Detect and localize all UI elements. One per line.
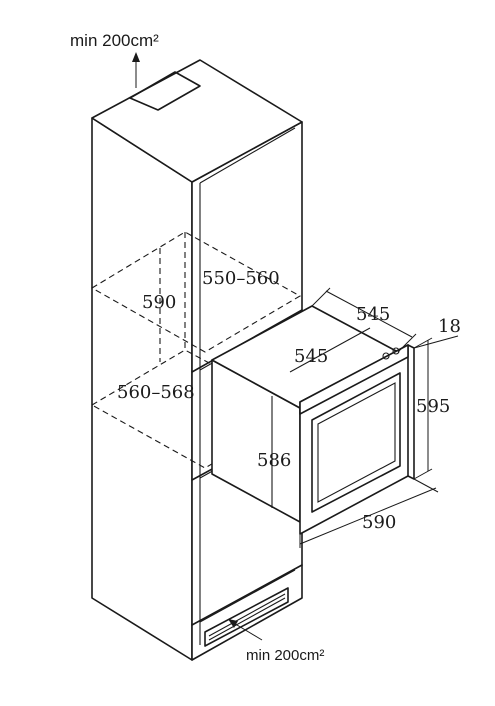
grille-line-2 [208, 597, 286, 641]
dim-595-ext-bottom [413, 468, 433, 480]
appliance-body-height-label: 586 [257, 450, 291, 471]
arrow-up-icon [132, 52, 140, 62]
arrow-pointer-icon [228, 619, 238, 628]
grille-line-1 [208, 593, 286, 637]
plinth-top-inner [199, 569, 296, 623]
door-thickness-label: 18 [438, 316, 461, 337]
dim-545-inner-line [289, 327, 371, 373]
wine-cooler [211, 305, 415, 535]
door-glass-inner [317, 382, 396, 503]
vent-arrows [132, 52, 263, 641]
door-edge [407, 344, 415, 480]
niche-top-dashed [90, 231, 302, 353]
appliance-width-label: 590 [362, 512, 396, 533]
niche-height-label: 590 [142, 292, 176, 313]
dim-545-line [325, 290, 413, 338]
dim-590-ext-right [413, 478, 439, 493]
top-vent-cutout [129, 71, 201, 111]
appliance-height-label: 595 [416, 396, 450, 417]
dim-595-ext-top [413, 337, 433, 349]
dim-545-ext-right [397, 333, 417, 353]
dimension-lines [271, 287, 459, 548]
top-vent-label: min 200cm² [70, 31, 159, 50]
appliance-depth-top-label: 545 [356, 304, 390, 325]
niche-depth-label: 550–560 [202, 268, 280, 289]
bottom-vent-label: min 200cm² [246, 647, 324, 664]
bottom-vent-grille [204, 587, 289, 647]
appliance-depth-side-label: 545 [294, 346, 328, 367]
dim-590-line [299, 487, 437, 545]
niche-width-label: 560–568 [117, 382, 195, 403]
tall-cabinet [91, 59, 303, 661]
control-panel [299, 344, 409, 415]
dim-545-ext-left [311, 287, 331, 307]
plinth-top [191, 564, 303, 626]
dim-18-leader [413, 335, 459, 349]
bottom-vent-leader [231, 621, 263, 641]
niche-bottom-dashed [90, 349, 302, 469]
door-frame-top [199, 127, 296, 184]
niche-outline [90, 231, 302, 469]
door-glass [311, 372, 401, 513]
control-knob-icon [382, 352, 390, 360]
